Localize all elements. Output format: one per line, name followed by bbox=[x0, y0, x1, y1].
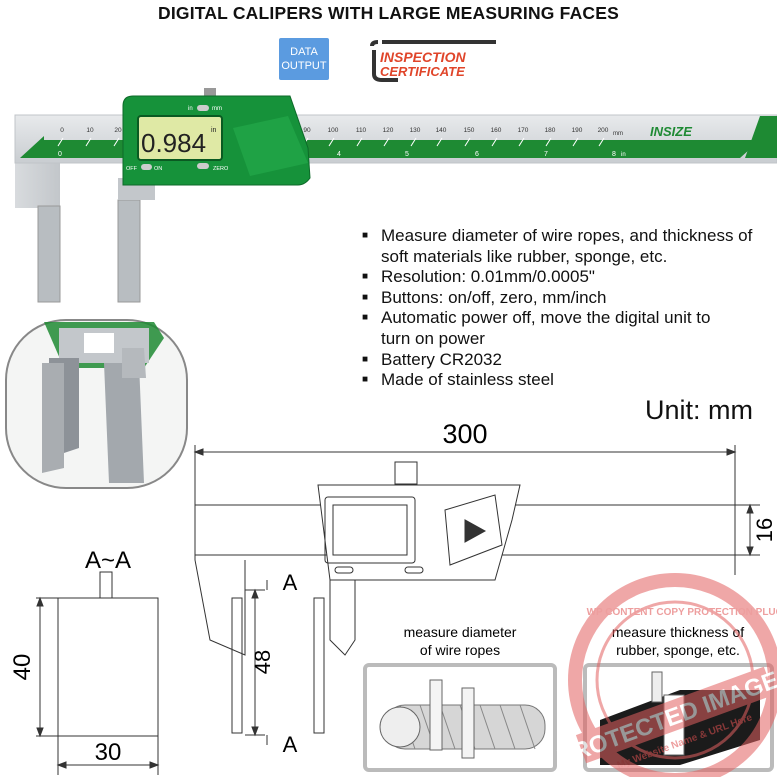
feature-item: ■ Battery CR2032 bbox=[362, 350, 777, 371]
feature-text: Buttons: on/off, zero, mm/inch bbox=[381, 287, 607, 307]
badge-line: DATA bbox=[290, 46, 318, 58]
inch-tick-label: 6 bbox=[475, 151, 479, 158]
jaw-length-dimension: 48 bbox=[250, 650, 275, 674]
mm-tick-label: 20 bbox=[114, 127, 122, 134]
feature-list: ■ Measure diameter of wire ropes, and thi… bbox=[362, 226, 777, 391]
badge-line: INSPECTION bbox=[380, 49, 466, 65]
mm-unit: mm bbox=[613, 131, 623, 137]
mm-tick bbox=[491, 137, 498, 147]
badge-line: OUTPUT bbox=[281, 60, 327, 72]
lcd-display bbox=[137, 115, 223, 161]
feature-text: Measure diameter of wire ropes, and thic… bbox=[381, 226, 753, 266]
feature-text: Battery CR2032 bbox=[381, 349, 502, 369]
mm-tick-label: 10 bbox=[86, 127, 94, 134]
mm-tick bbox=[464, 137, 471, 147]
bullet-icon: ■ bbox=[362, 353, 369, 365]
watermark-line: WP CONTENT COPY PROTECTION PLUGIN bbox=[587, 607, 777, 618]
zero-button[interactable] bbox=[197, 163, 209, 169]
caption-wire-line2: of wire ropes bbox=[420, 642, 500, 658]
mm-tick bbox=[436, 137, 443, 147]
mm-tick-label: 120 bbox=[383, 127, 394, 134]
zero-label: ZERO bbox=[213, 166, 229, 172]
feature-item: ■ Made of stainless steel bbox=[362, 370, 777, 391]
mm-tick-label: 190 bbox=[572, 127, 583, 134]
caption-rubber-line2: rubber, sponge, etc. bbox=[616, 642, 740, 658]
mm-tick bbox=[598, 137, 605, 147]
mm-tick bbox=[383, 137, 390, 147]
inch-tick-label: 8 bbox=[612, 151, 616, 158]
beam-height-dimension: 16 bbox=[752, 518, 777, 542]
on-off-button[interactable] bbox=[141, 164, 152, 170]
bullet-icon: ■ bbox=[362, 230, 369, 241]
mm-tick-label: 150 bbox=[464, 127, 475, 134]
page-title: DIGITAL CALIPERS WITH LARGE MEASURING FA… bbox=[157, 3, 620, 23]
mm-tick-label: 180 bbox=[545, 127, 556, 134]
mm-tick-label: 140 bbox=[436, 127, 447, 134]
in-unit: in bbox=[621, 152, 626, 158]
mm-tick bbox=[518, 137, 525, 147]
section-height-dimension: 40 bbox=[9, 654, 36, 681]
mm-tick-label: 90 bbox=[303, 127, 311, 134]
mm-tick-label: 110 bbox=[356, 127, 367, 134]
feature-item: ■ Resolution: 0.01mm/0.0005" bbox=[362, 267, 777, 288]
inspection-certificate-badge: INSPECTION CERTIFICATE bbox=[370, 40, 496, 82]
in-label: in bbox=[188, 106, 193, 112]
mm-tick-label: 170 bbox=[518, 127, 529, 134]
in-mm-button[interactable] bbox=[197, 105, 209, 111]
section-width-dimension: 30 bbox=[95, 739, 122, 766]
unit-label: Unit: mm bbox=[645, 395, 753, 425]
section-mark-bottom: A bbox=[283, 732, 298, 757]
brand-logo: INSIZE bbox=[650, 124, 692, 139]
length-dimension: 300 bbox=[442, 420, 487, 449]
inch-tick-label: 7 bbox=[544, 151, 548, 158]
caption-rubber-line1: measure thickness of bbox=[612, 624, 744, 640]
mm-tick-label: 100 bbox=[328, 127, 339, 134]
inch-tick-label: 0 bbox=[58, 151, 62, 158]
caption-wire-line1: measure diameter bbox=[404, 624, 517, 640]
mm-tick-label: 0 bbox=[60, 127, 64, 134]
jaw-closeup-photo bbox=[5, 319, 188, 489]
display-unit: in bbox=[211, 127, 217, 134]
mm-tick-label: 200 bbox=[598, 127, 609, 134]
feature-text: Resolution: 0.01mm/0.0005" bbox=[381, 267, 595, 287]
bullet-icon: ■ bbox=[362, 312, 369, 324]
feature-text: Automatic power off, move the digital un… bbox=[381, 308, 711, 348]
display-value: 0.984 bbox=[141, 128, 206, 158]
bullet-icon: ■ bbox=[362, 271, 369, 283]
inch-tick-label: 4 bbox=[337, 151, 341, 158]
section-mark-top: A bbox=[283, 570, 298, 595]
mm-tick bbox=[356, 137, 363, 147]
mm-tick bbox=[113, 137, 120, 147]
bullet-icon: ■ bbox=[362, 291, 369, 303]
feature-item: ■ Buttons: on/off, zero, mm/inch bbox=[362, 288, 777, 309]
section-label: A~A bbox=[85, 547, 131, 574]
badge-line: CERTIFICATE bbox=[380, 64, 465, 79]
dimension-drawing: 300 16 48 A A A~A 40 30 measure diameter… bbox=[9, 420, 777, 777]
on-label: ON bbox=[154, 166, 162, 172]
mm-label: mm bbox=[212, 106, 222, 112]
caliper-photo: 0 10 20 90 100 110 120 130 140 150 160 170 180 190 200… bbox=[14, 88, 777, 303]
mm-tick bbox=[85, 137, 92, 147]
inch-scale: 0 4 5 6 7 8 bbox=[58, 151, 616, 158]
mm-tick bbox=[572, 137, 579, 147]
mm-tick bbox=[410, 137, 417, 147]
feature-item: ■ Automatic power off, move the digital u… bbox=[362, 308, 777, 349]
mm-scale: 0 10 20 90 100 110 120 130 140 150 160 170 180 190 200 bbox=[57, 127, 609, 147]
mm-tick-label: 130 bbox=[410, 127, 421, 134]
inch-tick-label: 5 bbox=[405, 151, 409, 158]
mm-tick-label: 160 bbox=[491, 127, 502, 134]
feature-item: ■ Measure diameter of wire ropes, and thi… bbox=[362, 226, 777, 267]
mm-tick bbox=[545, 137, 552, 147]
wire-rope-illustration bbox=[379, 679, 546, 759]
mm-tick bbox=[57, 137, 64, 147]
feature-text: Made of stainless steel bbox=[381, 370, 554, 390]
bullet-icon: ■ bbox=[362, 374, 369, 386]
data-output-badge: DATA OUTPUT bbox=[279, 38, 329, 80]
mm-tick bbox=[328, 137, 335, 147]
off-label: OFF bbox=[126, 166, 138, 172]
